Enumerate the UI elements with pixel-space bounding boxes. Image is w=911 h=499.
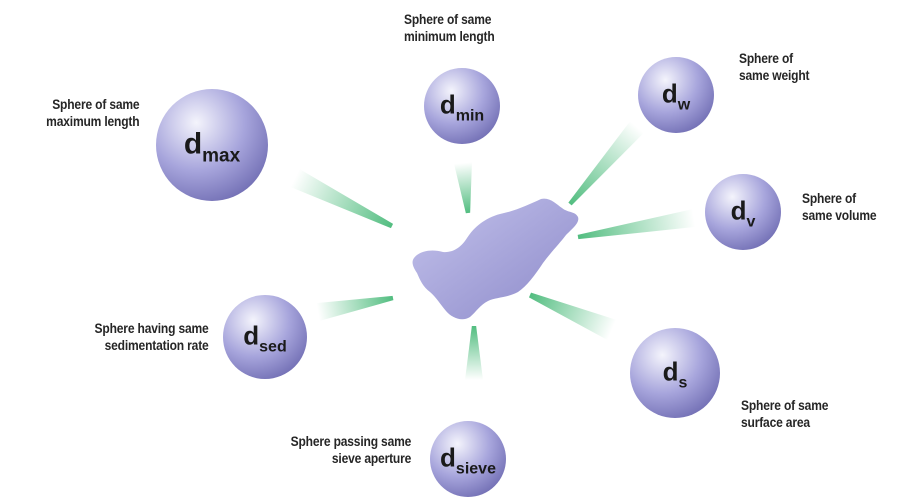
symbol-base: d [440,442,456,472]
sphere-sed-ball [223,295,307,379]
sphere-w: dw [638,57,714,133]
symbol-subscript: s [678,374,687,391]
symbol-base: d [663,356,679,386]
sphere-sieve: dsieve [430,421,506,497]
symbol-d-v: dv [731,195,756,230]
ray-sed [316,295,394,321]
ray-v [577,209,696,240]
symbol-base: d [440,89,456,119]
symbol-d-w: dw [662,78,691,113]
sphere-min-ball [424,68,500,144]
sphere-sieve-ball [430,421,506,497]
ray-sieve [465,326,483,380]
sphere-w-ball [638,57,714,133]
symbol-subscript: min [456,107,484,124]
ray-max [290,169,394,229]
symbol-subscript: max [202,145,240,166]
symbol-d-max: dmax [184,127,241,166]
ray-s [528,292,617,341]
sphere-min: dmin [424,68,500,144]
symbol-d-min: dmin [440,89,484,124]
ray-min [454,162,472,214]
symbol-subscript: sed [259,338,287,355]
irregular-particle [412,198,579,320]
symbol-subscript: sieve [456,460,496,477]
symbol-base: d [243,320,259,350]
symbol-d-s: ds [663,356,688,391]
symbol-subscript: v [746,213,755,230]
connector-rays [290,121,696,380]
sphere-s: ds [630,328,720,418]
symbol-base: d [662,78,678,108]
sphere-v: dv [705,174,781,250]
symbol-subscript: w [677,96,691,113]
symbol-d-sed: dsed [243,320,286,355]
symbol-d-sieve: dsieve [440,442,496,477]
symbol-base: d [184,127,202,160]
sphere-max: dmax [156,89,268,201]
sphere-sed: dsed [223,295,307,379]
symbol-base: d [731,195,747,225]
ray-w [568,121,644,206]
sphere-s-ball [630,328,720,418]
sphere-v-ball [705,174,781,250]
sphere-max-ball [156,89,268,201]
